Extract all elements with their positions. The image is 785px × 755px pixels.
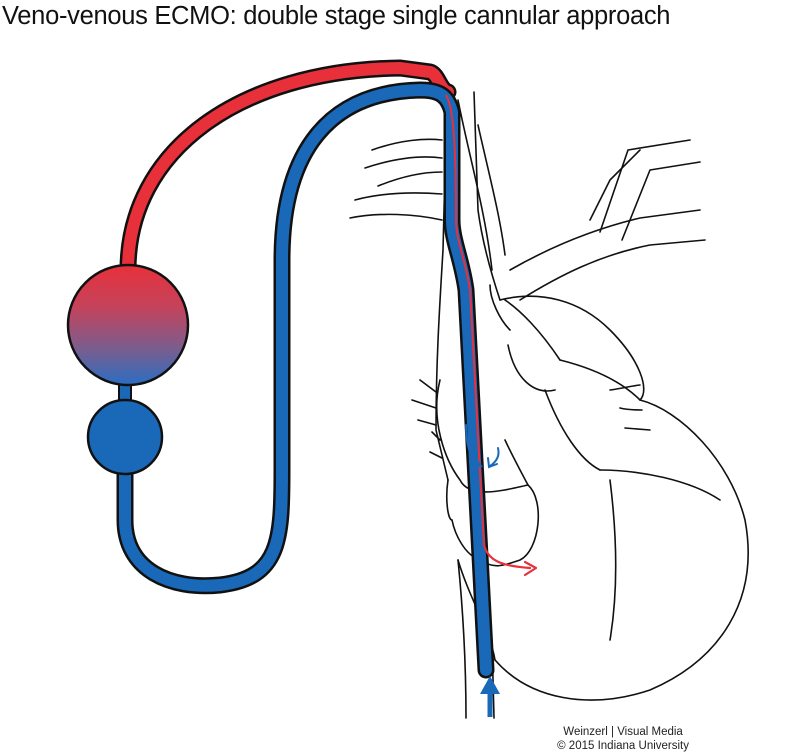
svc-left-wall	[435, 91, 449, 481]
heart-body	[494, 295, 749, 701]
credit-line-2: © 2015 Indiana University	[557, 740, 689, 752]
oxygenator	[66, 263, 190, 387]
blood-pump	[86, 398, 164, 476]
svc-drainage-arrow	[465, 424, 500, 469]
credit-line-1: Weinzerl | Visual Media	[563, 726, 683, 738]
return-tube	[122, 61, 454, 276]
diagram-title: Veno-venous ECMO: double stage single ca…	[2, 2, 671, 30]
ivc-drainage-arrow	[480, 676, 500, 717]
heart-outline	[349, 91, 749, 719]
drainage-tube	[119, 84, 492, 676]
ivc-left-wall	[457, 559, 467, 719]
svc-right-wall	[473, 91, 501, 301]
oxygenated-outflow-arrow	[482, 543, 538, 577]
inner-return-lumen	[445, 94, 485, 546]
image-credit: Weinzerl | Visual Media © 2015 Indiana U…	[557, 725, 689, 753]
